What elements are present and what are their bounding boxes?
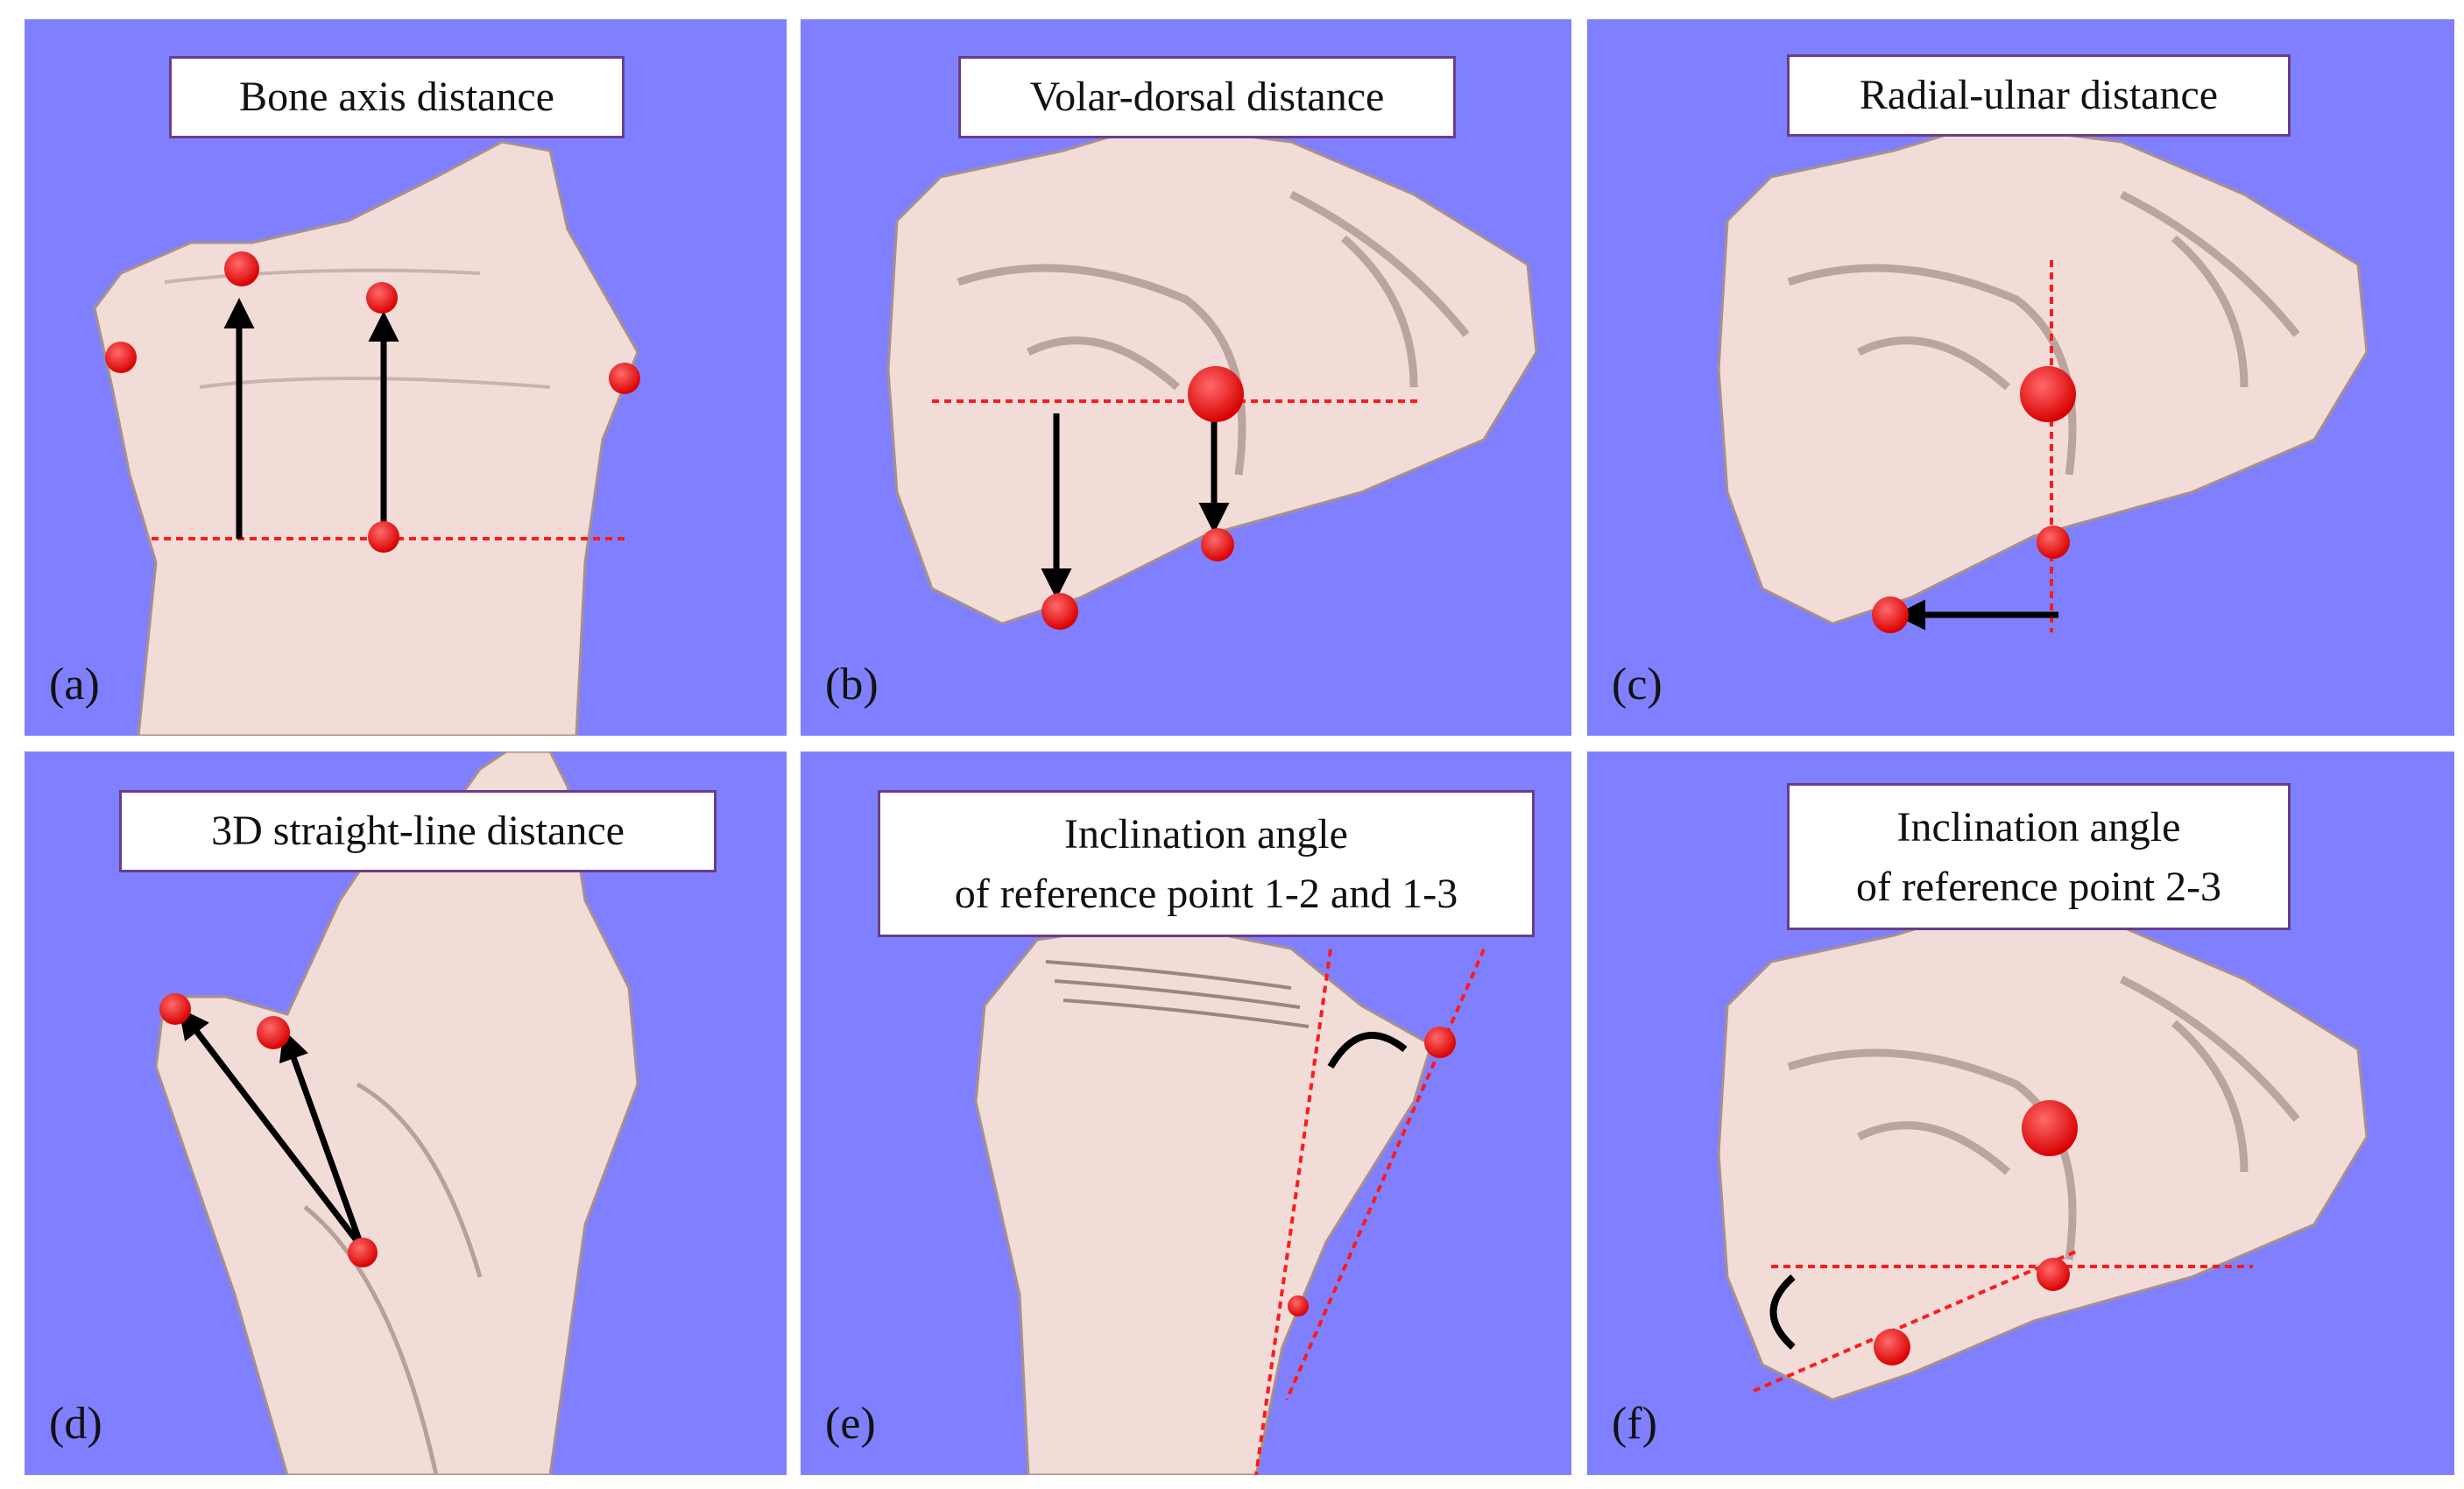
panel-title: Bone axis distance (169, 56, 625, 138)
reference-point (366, 282, 398, 314)
panel-title: Inclination angle of reference point 1-2… (878, 790, 1535, 937)
reference-point (2037, 526, 2070, 559)
panel-title: 3D straight-line distance (119, 790, 717, 872)
panel-label: (d) (49, 1399, 102, 1449)
panel-label: (f) (1612, 1399, 1657, 1449)
reference-point (1424, 1027, 1456, 1058)
reference-point (159, 993, 191, 1025)
panel-b: Volar-dorsal distance (b) (801, 19, 1571, 736)
panel-label: (c) (1612, 660, 1663, 709)
title-line: Inclination angle (1896, 804, 2181, 850)
reference-line (1285, 949, 1486, 1401)
title-line: of reference point 1-2 and 1-3 (954, 871, 1458, 917)
center-point (2022, 1100, 2078, 1156)
distance-arrow (178, 1007, 364, 1250)
reference-point (368, 521, 399, 553)
panel-label: (a) (49, 660, 100, 709)
reference-point (257, 1016, 290, 1049)
reference-point (1872, 596, 1909, 633)
panel-label: (b) (825, 660, 879, 709)
center-point (2020, 366, 2076, 422)
inclination-angle-illustration-e (974, 925, 1486, 1475)
angle-arc (1327, 1032, 1408, 1069)
title-line: of reference point 2-3 (1855, 864, 2222, 910)
title-line: Volar-dorsal distance (1029, 74, 1385, 120)
reference-point (1041, 593, 1078, 630)
panel-label: (e) (825, 1399, 876, 1449)
panel-title: Volar-dorsal distance (958, 56, 1456, 138)
reference-point (1201, 528, 1234, 561)
reference-point (609, 363, 640, 394)
reference-point (1874, 1329, 1910, 1366)
reference-point (348, 1238, 378, 1267)
panel-title: Radial-ulnar distance (1787, 54, 2291, 137)
title-line: Inclination angle (1064, 811, 1348, 857)
bone-axis-illustration (93, 140, 640, 736)
title-line: Radial-ulnar distance (1859, 72, 2219, 118)
panel-f: Inclination angle of reference point 2-3… (1587, 752, 2454, 1475)
title-line: Bone axis distance (239, 74, 554, 120)
panel-d: 3D straight-line distance (d) (25, 752, 787, 1475)
panel-c: Radial-ulnar distance (c) (1587, 19, 2454, 736)
center-point (1188, 366, 1244, 422)
reference-line (1753, 1249, 2079, 1393)
panel-title: Inclination angle of reference point 2-3 (1787, 783, 2291, 930)
panel-e: Inclination angle of reference point 1-2… (801, 752, 1571, 1475)
angle-arc (1769, 1274, 1796, 1350)
bone-shape (93, 140, 639, 736)
reference-point (224, 251, 259, 286)
distance-arrow (279, 1029, 365, 1249)
straight-line-illustration (154, 752, 639, 1475)
reference-point (105, 342, 137, 373)
reference-point (1288, 1295, 1309, 1316)
title-line: 3D straight-line distance (211, 808, 625, 854)
reference-line (1254, 949, 1332, 1475)
reference-point (2037, 1258, 2070, 1291)
panel-a: Bone axis distance (a) (25, 19, 787, 736)
bone-shape (974, 925, 1433, 1475)
